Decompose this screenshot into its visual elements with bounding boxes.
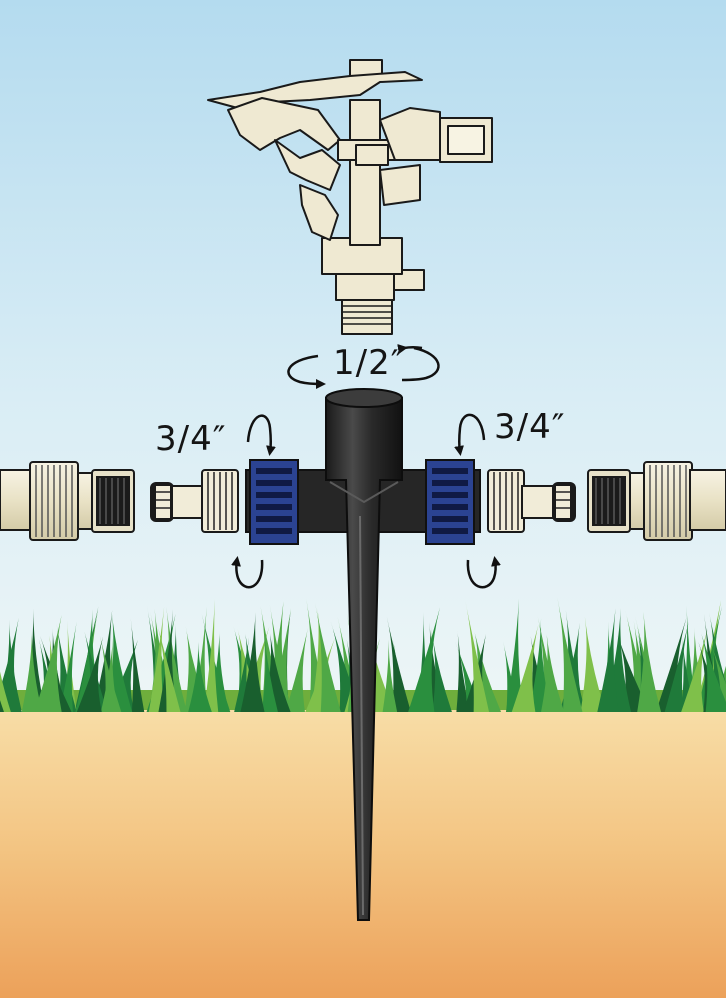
grass-blade (188, 641, 212, 712)
grass-blade (59, 621, 77, 712)
grass-blade (21, 630, 43, 712)
grass-blade (203, 599, 219, 712)
grass-blade (240, 612, 265, 712)
top-thread-size-label: 1/2″ (333, 343, 405, 383)
grass-blade (56, 623, 77, 712)
grass-blade (285, 627, 308, 712)
grass-blade (1, 619, 22, 712)
grass-blade (456, 629, 470, 712)
grass-blade (557, 597, 583, 712)
left-thread-size-label: 3/4″ (155, 419, 227, 459)
grass-blade (664, 621, 689, 712)
grass-blade (580, 616, 606, 712)
grass-blade (617, 634, 650, 712)
left-hose (0, 461, 135, 541)
grass-blade (76, 636, 104, 712)
grass-blade (315, 603, 341, 712)
grass-blade (184, 626, 209, 712)
sprinkler-head-icon (207, 59, 493, 335)
left-hose-adapter (150, 469, 239, 533)
right-hose (587, 461, 726, 541)
grass-blade (700, 630, 726, 712)
grass-blade (106, 639, 138, 712)
grass-blade (382, 639, 398, 712)
grass-blade (432, 636, 452, 712)
grass-blade (0, 671, 11, 712)
right-thread-size-label: 3/4″ (494, 407, 566, 447)
grass-blade (408, 607, 440, 712)
grass-strip (0, 597, 726, 712)
grass-blade (330, 621, 362, 712)
grass-blade (130, 618, 145, 712)
grass-blade (148, 606, 165, 712)
grass-blade (269, 608, 291, 712)
grass-blade (503, 641, 521, 712)
grass-blade (597, 608, 619, 712)
grass-blade (386, 616, 411, 712)
grass-blade (305, 638, 335, 712)
grass-blade (541, 632, 565, 712)
grass-blade (0, 700, 4, 712)
grass-blade (306, 598, 329, 712)
grass-blade (681, 628, 708, 712)
grass-blade (100, 637, 119, 712)
left-quick-connector (249, 459, 299, 545)
right-hose-adapter (487, 469, 576, 533)
grass-blade (637, 611, 662, 712)
grass-blade (34, 614, 62, 712)
grass-blade (511, 624, 539, 712)
grass-blade (465, 600, 490, 712)
grass-blade (698, 641, 726, 712)
grass-blade (156, 620, 181, 712)
grass-blade (681, 637, 695, 712)
grass-blade (261, 635, 278, 712)
right-quick-connector (425, 459, 475, 545)
rotate-arrow-icon (231, 344, 501, 589)
